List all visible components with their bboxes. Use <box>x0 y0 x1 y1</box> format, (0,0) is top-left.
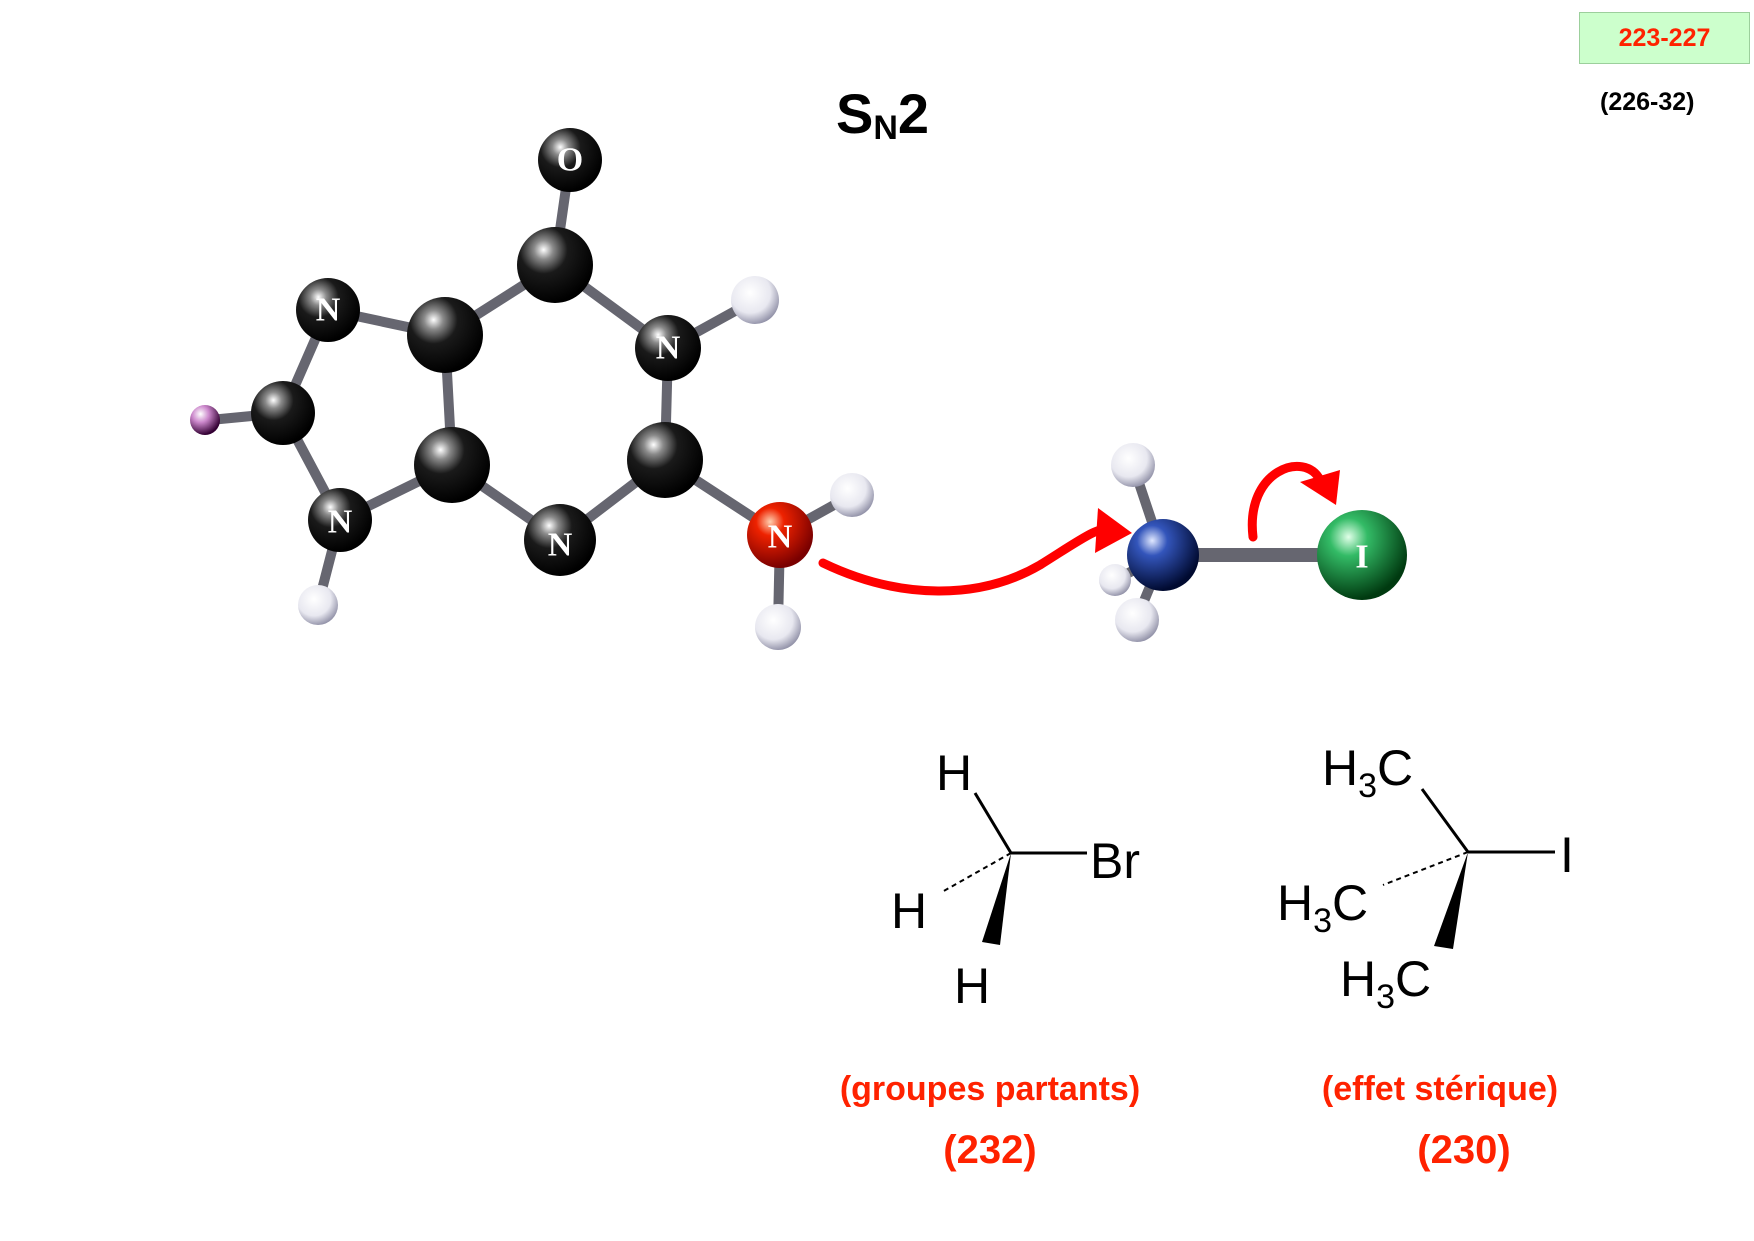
hydrogen-atom <box>830 473 874 517</box>
page-reference: (226-32) <box>1600 88 1695 116</box>
carbon-atom <box>407 297 483 373</box>
title-subscript: N <box>873 109 898 147</box>
hydrogen-atom <box>1115 598 1159 642</box>
bond-c-ch3-top <box>1420 788 1470 853</box>
atom-iodine: I <box>1560 827 1574 883</box>
nitrogen-atom <box>524 504 596 576</box>
nitrogen-atom <box>308 488 372 552</box>
hydrogen-atom <box>1111 443 1155 487</box>
atom-br: Br <box>1090 833 1140 889</box>
hydrogen-atom <box>1099 564 1131 596</box>
carbon-atom <box>517 227 593 303</box>
leaving-group-arrow <box>1247 461 1325 542</box>
title-suffix: 2 <box>897 82 930 145</box>
nitrogen-atom <box>296 278 360 342</box>
title-main: S <box>836 82 874 145</box>
wedge-bond <box>982 853 1011 945</box>
nucleophilic-attack-arrow <box>818 524 1115 596</box>
nucleophile-nitrogen-atom <box>747 502 813 568</box>
page-range-badge: 223-227 <box>1579 12 1750 64</box>
methyl-left: H3C <box>1277 875 1368 940</box>
arrowhead <box>1095 508 1132 553</box>
arrowhead <box>1300 470 1340 505</box>
atom-label-o: O <box>557 142 583 179</box>
atom-label-n: N <box>768 519 793 556</box>
reaction-title: SN2 <box>836 86 929 146</box>
tert-butyl-iodide-structure: H3C I H3C H3C <box>1277 740 1574 1016</box>
hashed-bond <box>941 852 1012 893</box>
hydrogen-atom <box>298 585 338 625</box>
page-range-text: 223-227 <box>1618 23 1711 52</box>
atom-label-n: N <box>328 504 353 541</box>
atom-h-left: H <box>891 883 927 939</box>
atom-label-i: I <box>1355 539 1368 576</box>
caption-leaving-groups: (groupes partants) <box>839 1070 1141 1108</box>
wedge-bond <box>1434 852 1468 949</box>
hydrogen-atom <box>731 276 779 324</box>
atom-label-n: N <box>656 330 681 367</box>
caption-steric-effect: (effet stérique) <box>1321 1070 1559 1108</box>
bromomethane-structure: H Br H H <box>891 745 1140 1014</box>
atom-h-bottom: H <box>954 958 990 1014</box>
bond-c-h-top <box>973 792 1013 854</box>
carbon-atom <box>627 422 703 498</box>
methyl-carbon-atom <box>1127 519 1199 591</box>
hydrogen-atom <box>190 405 220 435</box>
hydrogen-atom <box>755 604 801 650</box>
atoms: O N N N N N I <box>190 128 1407 650</box>
oxygen-atom <box>538 128 602 192</box>
nitrogen-atom <box>635 315 701 381</box>
carbon-atom <box>414 427 490 503</box>
atom-label-n: N <box>316 292 341 329</box>
carbon-atom <box>251 381 315 445</box>
atom-h-top: H <box>936 745 972 801</box>
methyl-bottom: H3C <box>1340 951 1431 1016</box>
methyl-top: H3C <box>1322 740 1413 805</box>
hashed-bond <box>1382 851 1469 886</box>
page-number-230: (230) <box>1417 1128 1511 1172</box>
curved-arrows <box>818 461 1340 596</box>
atom-label-n: N <box>548 527 573 564</box>
iodine-atom <box>1317 510 1407 600</box>
page-number-232: (232) <box>943 1128 1037 1172</box>
